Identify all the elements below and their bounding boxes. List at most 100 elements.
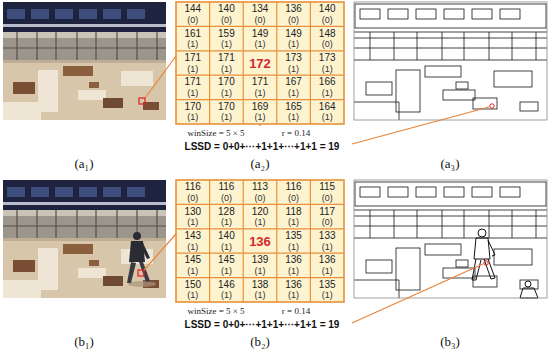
pixel-bit: (1)	[187, 291, 198, 300]
pixel-value: 139	[252, 255, 269, 265]
pixel-bit: (0)	[288, 194, 299, 203]
pixel-bit: (1)	[187, 40, 198, 49]
pixel-bit: (1)	[187, 267, 198, 276]
pixel-bit: (1)	[255, 113, 266, 122]
pixel-value: 133	[319, 231, 336, 241]
pixel-bit: (0)	[322, 218, 333, 227]
panel-label: (b₁)	[74, 335, 94, 348]
pixel-bit: (0)	[322, 40, 333, 49]
pixel-value: 166	[319, 77, 336, 87]
pixel-value: 130	[184, 207, 201, 217]
edge-map	[354, 2, 547, 120]
pixel-value: 138	[252, 280, 269, 290]
pixel-bit: (1)	[288, 218, 299, 227]
pixel-value: 167	[285, 77, 302, 87]
pedestrian-edges	[472, 229, 538, 298]
pedestrian	[127, 232, 156, 287]
pixel-value: 173	[285, 53, 302, 63]
photo-frame	[3, 2, 166, 120]
pixel-value: 145	[184, 255, 201, 265]
pixel-value: 150	[184, 280, 201, 290]
center-pixel-value: 136	[249, 235, 271, 248]
pixel-value: 170	[218, 77, 235, 87]
pixel-value: 115	[319, 182, 335, 192]
panel-label: (a₁)	[75, 157, 94, 170]
pixel-bit: (1)	[255, 89, 266, 98]
pixel-value: 117	[319, 207, 335, 217]
pixel-bit: (0)	[322, 194, 333, 203]
pixel-bit: (0)	[255, 16, 266, 25]
pixel-bit: (1)	[187, 113, 198, 122]
pixel-bit: (1)	[288, 40, 299, 49]
pixel-value: 113	[252, 182, 268, 192]
pixel-bit: (1)	[221, 267, 232, 276]
pixel-bit: (1)	[288, 65, 299, 74]
pixel-bit: (1)	[187, 89, 198, 98]
pixel-bit: (0)	[187, 16, 198, 25]
pixel-value: 146	[218, 280, 235, 290]
pixel-value: 148	[319, 29, 336, 39]
pixel-marker	[138, 270, 144, 276]
pixel-bit: (1)	[322, 291, 333, 300]
pixel-value: 135	[285, 231, 302, 241]
pixel-bit: (1)	[322, 243, 333, 252]
pixel-value: 149	[252, 29, 269, 39]
pixel-bit: (1)	[221, 89, 232, 98]
pixel-value: 135	[319, 280, 336, 290]
pixel-bit: (0)	[221, 16, 232, 25]
pixel-value: 171	[252, 77, 269, 87]
edge-map-border	[354, 180, 547, 298]
photo-frame	[3, 180, 166, 298]
pixel-value: 136	[285, 4, 302, 14]
pixel-bit: (1)	[288, 89, 299, 98]
pixel-value: 134	[252, 4, 269, 14]
parameter-note: winSize = 5 × 5	[187, 307, 244, 316]
pixel-value: 140	[218, 231, 235, 241]
parameter-note: winSize = 5 × 5	[187, 129, 244, 138]
pixel-bit: (1)	[255, 267, 266, 276]
pixel-bit: (1)	[187, 243, 198, 252]
parameter-note: r = 0.14	[282, 129, 310, 138]
pixel-value: 116	[218, 182, 234, 192]
pixel-value: 145	[218, 255, 235, 265]
pixel-value: 143	[184, 231, 201, 241]
edge-map	[354, 180, 547, 298]
panel-label: (b₃)	[440, 335, 460, 348]
pixel-bit: (0)	[221, 194, 232, 203]
pixel-value: 140	[218, 4, 235, 14]
pixel-bit: (1)	[221, 65, 232, 74]
pixel-marker	[139, 98, 145, 104]
pixel-value: 161	[184, 29, 201, 39]
pixel-bit: (1)	[255, 218, 266, 227]
pixel-bit: (1)	[322, 89, 333, 98]
pixel-grid	[176, 180, 344, 302]
pixel-value: 171	[218, 53, 235, 63]
parameter-note: r = 0.14	[282, 307, 310, 316]
pixel-value: 170	[218, 102, 235, 112]
pixel-bit: (1)	[322, 113, 333, 122]
pixel-value: 120	[252, 207, 269, 217]
pixel-bit: (1)	[221, 113, 232, 122]
pixel-bit: (0)	[322, 16, 333, 25]
pixel-value: 171	[184, 77, 201, 87]
pixel-bit: (1)	[255, 291, 266, 300]
lssd-formula: LSSD = 0+0+⋯+1+1+⋯+1+1 = 19	[185, 320, 340, 330]
pixel-value: 118	[286, 207, 302, 217]
pixel-bit: (1)	[221, 40, 232, 49]
pixel-bit: (1)	[187, 218, 198, 227]
pixel-value: 170	[184, 102, 201, 112]
leader-line	[144, 56, 489, 323]
pixel-value: 173	[319, 53, 336, 63]
center-pixel-value: 172	[249, 57, 271, 70]
pixel-value: 169	[252, 102, 269, 112]
pixel-bit: (1)	[322, 65, 333, 74]
pixel-value: 164	[319, 102, 336, 112]
pixel-bit: (1)	[221, 291, 232, 300]
pixel-grid	[176, 2, 344, 124]
pixel-bit: (1)	[288, 113, 299, 122]
panel-label: (a₃)	[441, 157, 460, 170]
pixel-value: 165	[285, 102, 302, 112]
pixel-bit: (0)	[187, 194, 198, 203]
